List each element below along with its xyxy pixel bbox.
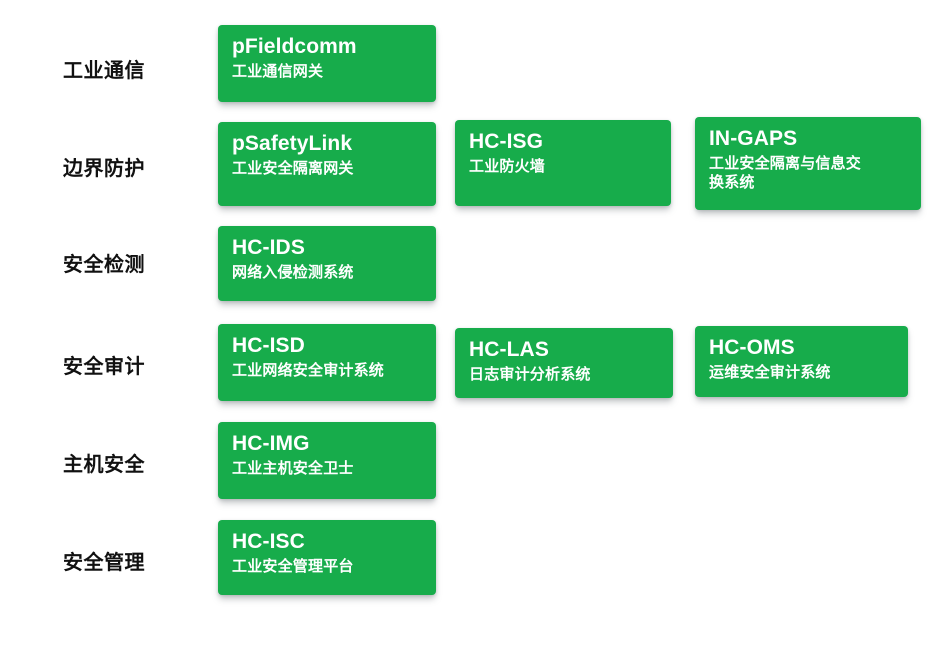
product-card-subtitle: 运维安全审计系统 [709,363,831,381]
product-card[interactable]: HC-OMS 运维安全审计系统 [695,326,908,397]
product-card[interactable]: IN-GAPS 工业安全隔离与信息交换系统 [695,117,921,210]
product-card-subtitle: 工业网络安全审计系统 [232,361,385,379]
product-card-subtitle: 工业安全隔离与信息交换系统 [709,154,862,191]
product-card-subtitle: 工业主机安全卫士 [232,459,354,477]
product-card-subtitle: 工业安全隔离网关 [232,159,354,177]
row-category-label: 安全管理 [63,552,145,574]
product-card[interactable]: pFieldcomm 工业通信网关 [218,25,436,102]
product-card-title: pSafetyLink [232,132,353,155]
product-card[interactable]: HC-ISD 工业网络安全审计系统 [218,324,436,401]
product-card[interactable]: HC-ISG 工业防火墙 [455,120,671,206]
product-card-title: HC-LAS [469,338,549,361]
row-category-label: 边界防护 [63,158,145,180]
product-card-subtitle: 日志审计分析系统 [469,365,591,383]
product-card[interactable]: pSafetyLink 工业安全隔离网关 [218,122,436,206]
product-card-subtitle: 工业通信网关 [232,62,324,80]
row-category-label: 安全检测 [63,254,145,276]
product-card-title: HC-ISC [232,530,305,553]
product-card-title: IN-GAPS [709,127,798,150]
product-card-subtitle: 网络入侵检测系统 [232,263,354,281]
product-card-title: HC-IMG [232,432,310,455]
product-card-title: HC-OMS [709,336,795,359]
product-card-subtitle: 工业安全管理平台 [232,557,354,575]
product-card[interactable]: HC-IMG 工业主机安全卫士 [218,422,436,499]
product-card-title: HC-ISG [469,130,544,153]
row-category-label: 工业通信 [63,60,145,82]
row-category-label: 安全审计 [63,356,145,378]
product-card-title: pFieldcomm [232,35,357,58]
row-category-label: 主机安全 [63,454,145,476]
product-card-title: HC-ISD [232,334,305,357]
product-card-subtitle: 工业防火墙 [469,157,546,175]
product-card[interactable]: HC-ISC 工业安全管理平台 [218,520,436,595]
product-card[interactable]: HC-LAS 日志审计分析系统 [455,328,673,398]
product-card-title: HC-IDS [232,236,305,259]
product-card[interactable]: HC-IDS 网络入侵检测系统 [218,226,436,301]
